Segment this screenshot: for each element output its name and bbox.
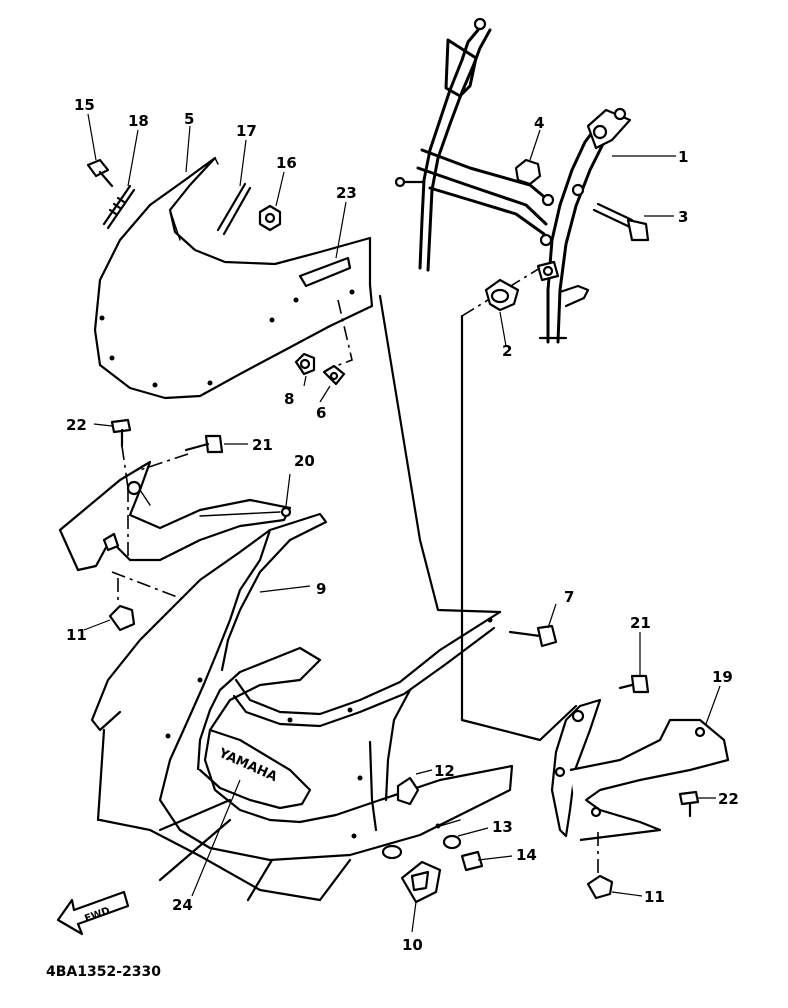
callout-7: 7 [564, 588, 574, 606]
callout-11-left: 11 [66, 626, 87, 644]
bolt-3 [592, 202, 650, 242]
clip-12 [396, 776, 420, 806]
callout-12: 12 [434, 762, 455, 780]
callout-16: 16 [276, 154, 297, 172]
callout-4: 4 [534, 114, 544, 132]
callout-19: 19 [712, 668, 733, 686]
grommet-10 [381, 844, 442, 904]
clip-11-right [586, 874, 614, 900]
callout-24: 24 [172, 896, 193, 914]
bolt-7 [508, 624, 558, 648]
callout-13: 13 [492, 818, 513, 836]
bolt-21-left [139, 434, 224, 471]
leader-lines [83, 113, 721, 933]
callout-6: 6 [316, 404, 326, 422]
callout-8: 8 [284, 390, 294, 408]
nut-4 [514, 158, 542, 186]
callout-10: 10 [402, 936, 423, 954]
callout-15: 15 [74, 96, 95, 114]
callout-20: 20 [294, 452, 315, 470]
screw-22-right [678, 790, 700, 818]
yamaha-logo: YAMAHA [215, 746, 279, 785]
callout-21-right: 21 [630, 614, 651, 632]
screw-22-left [110, 418, 132, 489]
callout-14: 14 [516, 846, 537, 864]
callout-11-right: 11 [644, 888, 665, 906]
bushing [484, 278, 520, 312]
inner-panel-edge [378, 294, 502, 614]
main-cowling: YAMAHA [90, 512, 578, 902]
forward-direction-arrow: FWD [56, 890, 130, 936]
callout-labels: 1 2 3 4 5 6 7 8 9 10 11 11 12 13 14 15 1… [66, 96, 739, 954]
washer-13 [442, 834, 462, 850]
callout-21-left: 21 [252, 436, 273, 454]
right-inner-panel [550, 698, 730, 880]
fasteners-upper [86, 158, 282, 236]
clip-11-left [108, 604, 136, 632]
windshield [93, 156, 374, 400]
callout-3: 3 [678, 208, 688, 226]
callout-1: 1 [678, 148, 688, 166]
callout-17: 17 [236, 122, 257, 140]
callout-22-left: 22 [66, 416, 87, 434]
fairing-stay-bracket [394, 17, 632, 344]
bolt-14 [460, 850, 484, 872]
callout-23: 23 [336, 184, 357, 202]
callout-2: 2 [502, 342, 512, 360]
callout-5: 5 [184, 110, 194, 128]
callout-18: 18 [128, 112, 149, 130]
drawing-code: 4BA1352-2330 [46, 964, 161, 980]
bolt-21-right [618, 674, 650, 694]
left-inner-panel [58, 460, 292, 601]
grommet-and-nut [294, 352, 346, 386]
callout-9: 9 [316, 580, 326, 598]
callout-22-right: 22 [718, 790, 739, 808]
